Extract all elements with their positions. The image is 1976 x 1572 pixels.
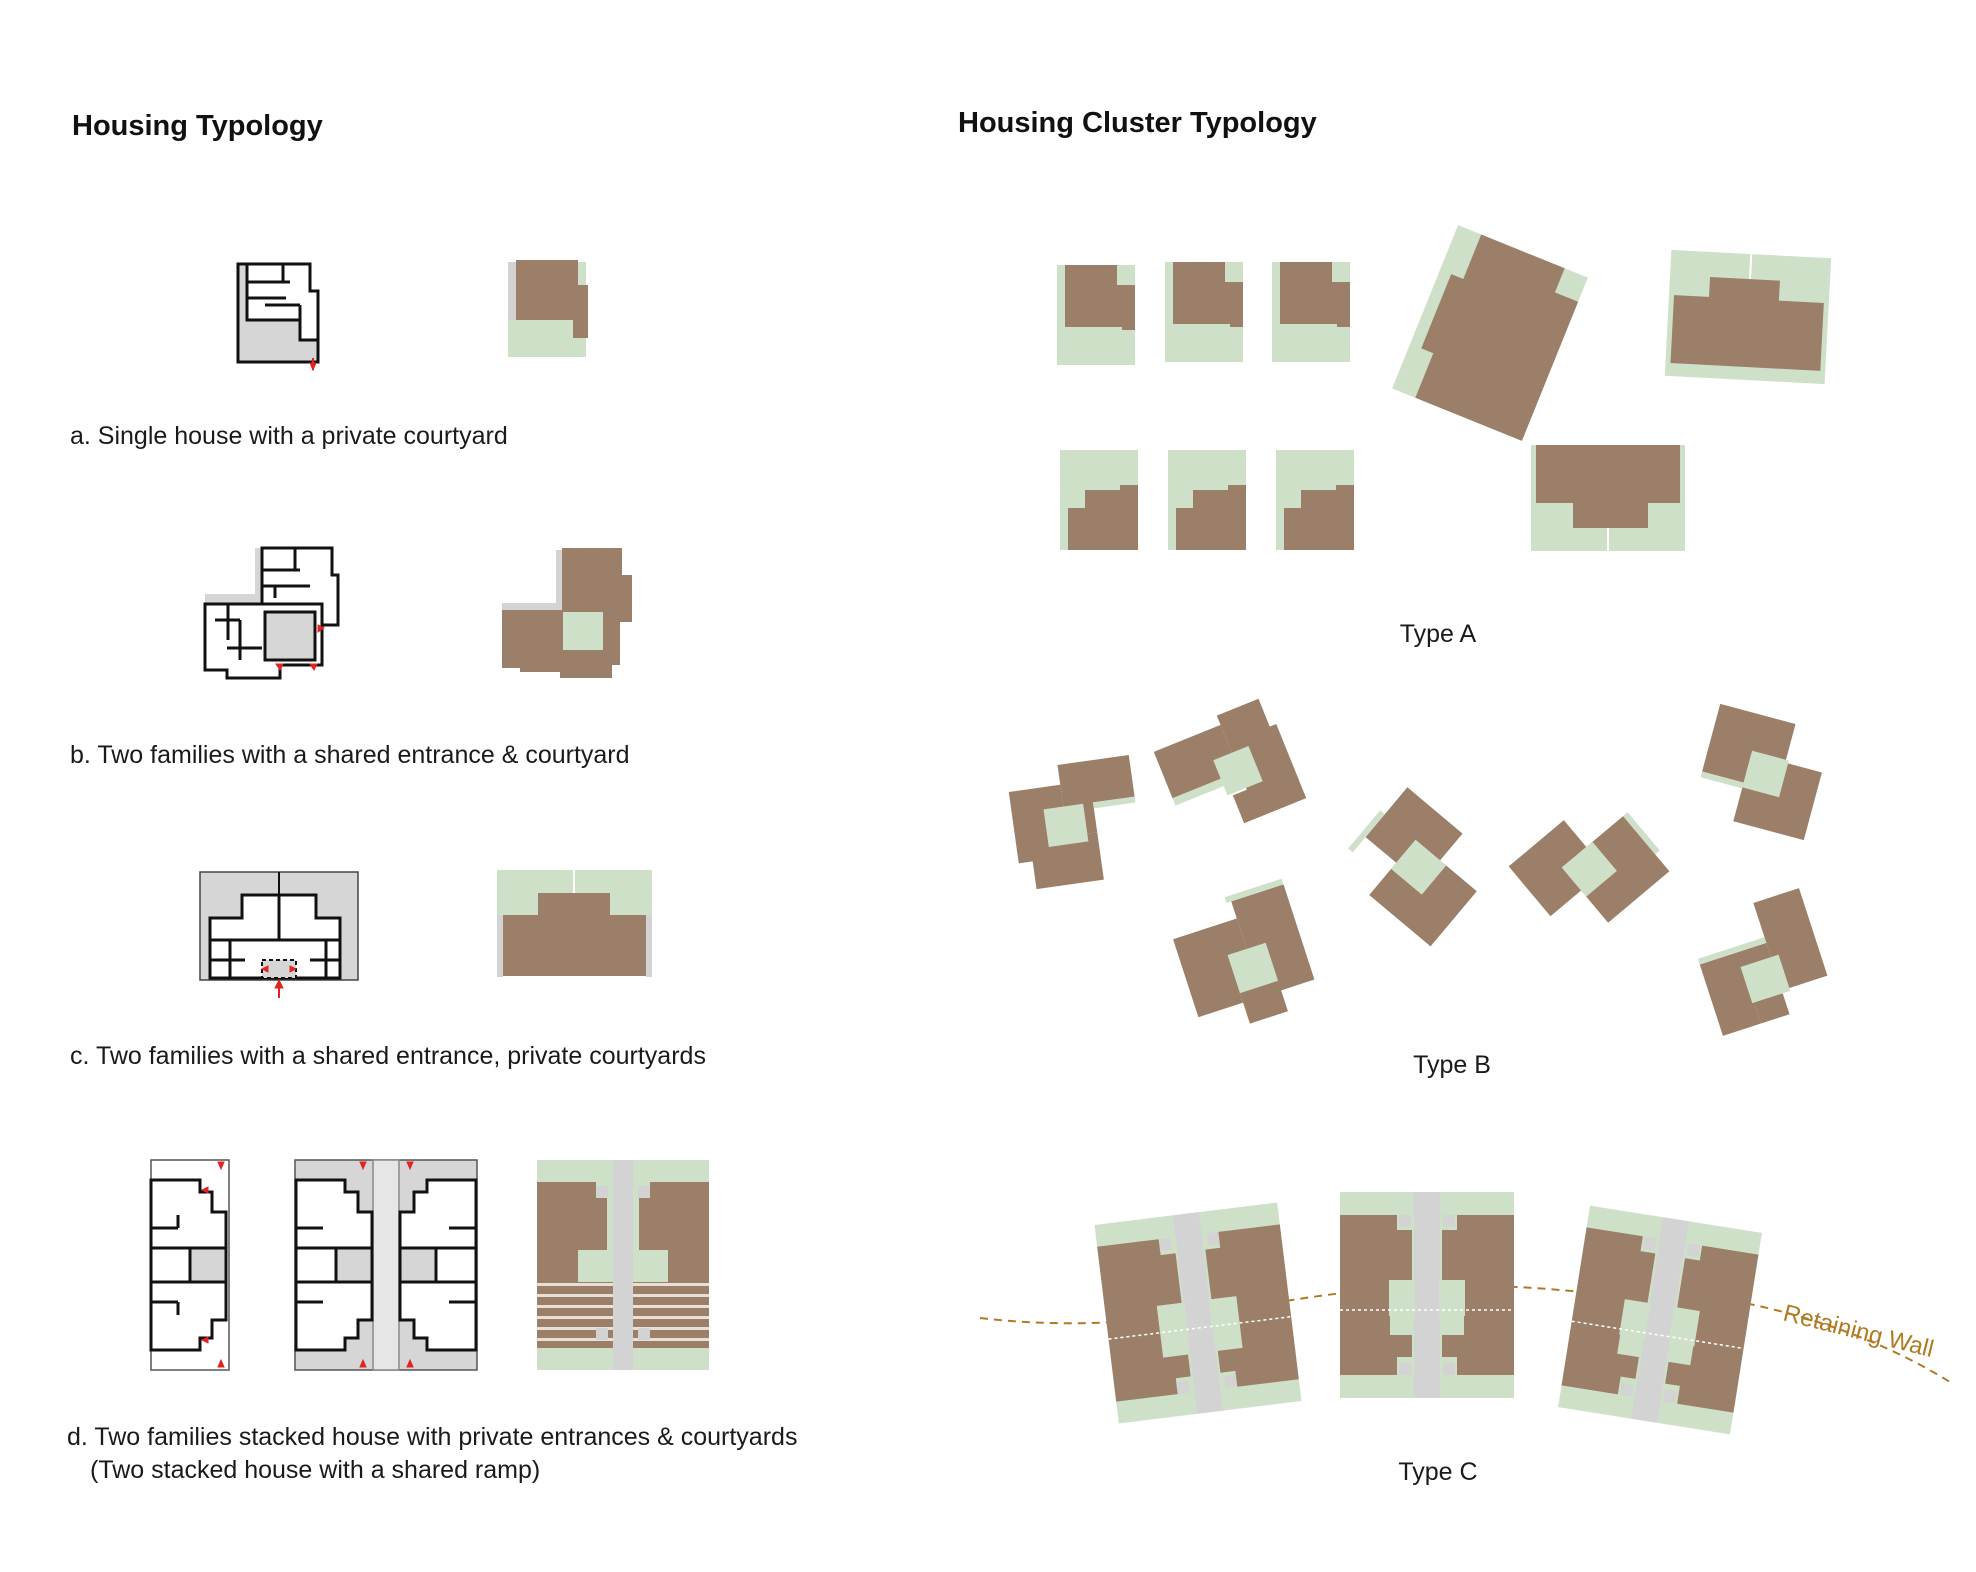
type-a-house-top-2	[1165, 262, 1243, 362]
housing-cluster-typology-title: Housing Cluster Typology	[958, 107, 1317, 139]
type-b-unit-6	[1173, 878, 1315, 1024]
type-a-house-wide	[1664, 249, 1832, 385]
type-c-unit-left	[1094, 1202, 1302, 1424]
plan-stacked-house-single	[149, 1159, 230, 1371]
type-b-unit-1	[1008, 754, 1136, 890]
caption-a: a. Single house with a private courtyard	[70, 422, 508, 450]
type-a-house-rotated	[1392, 225, 1588, 441]
type-c-unit-right	[1558, 1205, 1762, 1435]
caption-c: c. Two families with a shared entrance, …	[70, 1042, 706, 1070]
caption-d-line1: d. Two families stacked house with priva…	[67, 1423, 797, 1451]
mass-single-house	[508, 260, 588, 357]
caption-b: b. Two families with a shared entrance &…	[70, 741, 630, 769]
type-a-house-bottom-wide	[1531, 445, 1685, 551]
retaining-wall-label: Retaining Wall	[1781, 1300, 1937, 1363]
cluster-type-b	[1008, 698, 1828, 1036]
caption-d-line2: (Two stacked house with a shared ramp)	[90, 1456, 540, 1484]
type-b-unit-3	[1348, 787, 1477, 947]
cluster-type-c	[1094, 1192, 1762, 1435]
type-a-house-top-3	[1272, 262, 1350, 362]
mass-two-families-private	[497, 870, 652, 977]
type-a-label: Type A	[1400, 620, 1477, 648]
type-c-label: Type C	[1398, 1458, 1477, 1486]
type-a-house-bottom-3	[1276, 450, 1354, 550]
plan-stacked-house-pair	[294, 1159, 478, 1371]
plan-two-families-private	[199, 871, 359, 998]
cluster-type-a	[1057, 225, 1832, 551]
type-b-label: Type B	[1413, 1051, 1491, 1079]
type-b-unit-7	[1697, 888, 1828, 1036]
type-b-unit-2	[1153, 698, 1307, 824]
mass-stacked-house-pair	[537, 1160, 709, 1370]
plan-two-families-shared	[203, 546, 340, 680]
type-a-house-bottom-2	[1168, 450, 1246, 550]
type-c-unit-center	[1340, 1192, 1514, 1398]
housing-typology-title: Housing Typology	[72, 110, 323, 142]
type-b-unit-5	[1700, 703, 1822, 841]
mass-two-families-shared	[502, 548, 632, 678]
type-b-unit-4	[1508, 812, 1670, 923]
type-a-house-bottom-1	[1060, 450, 1138, 550]
type-a-house-top-1	[1057, 265, 1135, 365]
plan-single-house	[236, 262, 320, 372]
